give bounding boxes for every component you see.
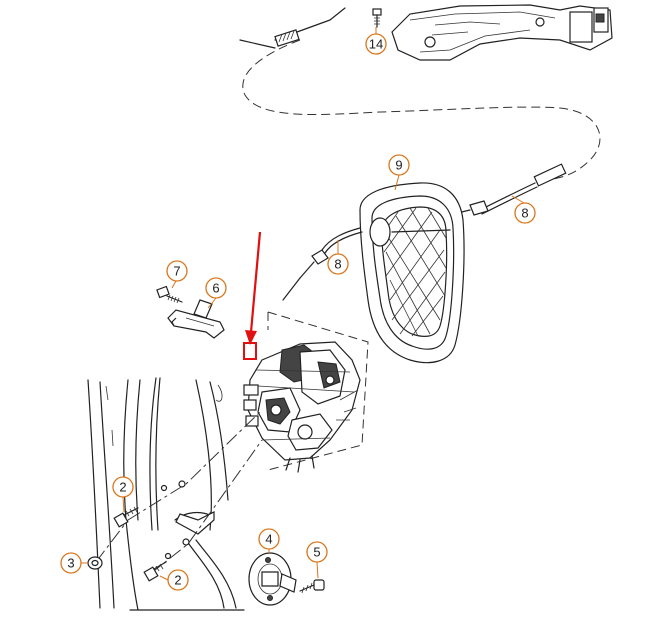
callout-7: 7 [166, 260, 188, 289]
outer-cable-left [282, 227, 363, 301]
callout-3: 3 [60, 552, 88, 574]
svg-text:9: 9 [395, 158, 402, 173]
callout-8-left: 8 [327, 240, 349, 275]
callout-2-lower: 2 [159, 569, 189, 591]
callout-6: 6 [205, 277, 227, 309]
svg-text:8: 8 [334, 257, 341, 272]
svg-text:8: 8 [521, 206, 528, 221]
handle-bezel [359, 182, 465, 364]
screw-14 [372, 8, 382, 28]
svg-text:14: 14 [369, 37, 383, 52]
callout-8-right: 8 [511, 195, 536, 224]
cable-routing-dashed-line [242, 39, 601, 181]
svg-text:6: 6 [212, 281, 219, 296]
highlighted-connector-box [243, 342, 257, 360]
callout-14: 14 [365, 27, 387, 55]
striker-plate-4 [248, 552, 297, 606]
assembly-line-upper [127, 409, 263, 521]
svg-text:4: 4 [265, 532, 272, 547]
callout-2-upper: 2 [112, 476, 134, 513]
nut-3 [87, 556, 103, 570]
screw-2-upper [113, 506, 139, 528]
inner-door-handle [239, 4, 613, 61]
red-highlight-pointer [245, 231, 262, 345]
assembly-frame-dashed [267, 311, 369, 471]
bracket-6 [167, 299, 225, 339]
callout-4: 4 [258, 528, 280, 553]
callout-9: 9 [388, 154, 410, 191]
svg-text:3: 3 [67, 556, 74, 571]
door-lock-assembly [243, 341, 361, 473]
screw-7 [156, 285, 183, 304]
svg-text:5: 5 [313, 545, 320, 560]
svg-text:7: 7 [173, 264, 180, 279]
svg-text:2: 2 [119, 480, 126, 495]
svg-text:2: 2 [174, 573, 181, 588]
screw-2-lower [143, 561, 167, 582]
door-inner-panel [87, 377, 245, 611]
callout-5: 5 [306, 541, 328, 579]
screw-5 [299, 579, 325, 594]
assembly-line-lower [149, 439, 263, 575]
